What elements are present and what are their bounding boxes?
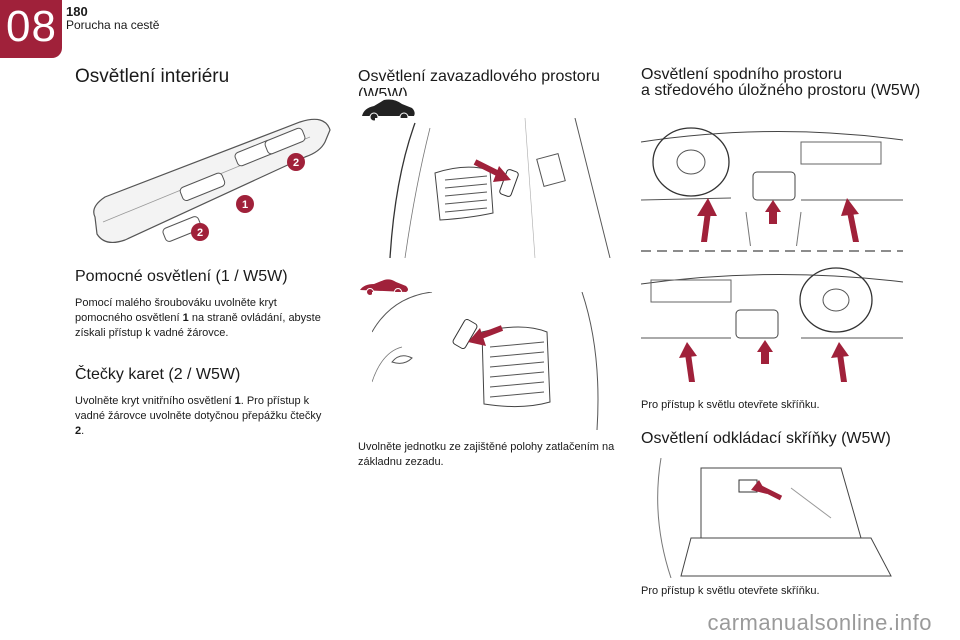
watermark: carmanualsonline.info <box>707 610 932 635</box>
chapter-number: 08 <box>6 2 57 51</box>
lower-storage-title-line2: a středového úložného prostoru (W5W) <box>641 82 921 99</box>
hatchback-car-icon <box>358 96 418 122</box>
boot-light-illustration <box>375 118 620 258</box>
auxiliary-light-title: Pomocné osvětlení (1 / W5W) <box>75 268 288 285</box>
convertible-boot-light-illustration <box>372 292 620 430</box>
svg-text:1: 1 <box>242 199 248 211</box>
interior-lighting-title: Osvětlení interiéru <box>75 66 230 87</box>
glovebox-illustration <box>641 458 903 578</box>
lower-storage-caption: Pro přístup k světlu otevřete skříňku. <box>641 399 820 411</box>
page-number: 180 <box>66 4 88 19</box>
svg-text:2: 2 <box>197 227 203 239</box>
reading-lights-text: Uvolněte kryt vnitřního osvětlení 1. Pro… <box>75 395 322 437</box>
reading-lights-title: Čtečky karet (2 / W5W) <box>75 366 241 383</box>
callout-2-icon: 2 <box>287 153 305 171</box>
boot-light-caption: Uvolněte jednotku ze zajištěné polohy za… <box>358 441 615 468</box>
svg-text:2: 2 <box>293 157 299 169</box>
auxiliary-light-text: Pomocí malého šroubováku uvolněte kryt p… <box>75 297 321 339</box>
callout-2-icon: 2 <box>191 223 209 241</box>
section-name: Porucha na cestě <box>66 18 160 32</box>
dashboard-lhd-illustration <box>641 112 903 250</box>
glovebox-caption: Pro přístup k světlu otevřete skříňku. <box>641 585 820 597</box>
glovebox-lighting-title: Osvětlení odkládací skříňky (W5W) <box>641 430 891 447</box>
divider-dashed-line <box>641 246 903 256</box>
callout-1-icon: 1 <box>236 195 254 213</box>
ceiling-light-illustration: 1 2 2 <box>85 112 335 252</box>
lower-storage-title-line1: Osvětlení spodního prostoru <box>641 66 843 83</box>
dashboard-rhd-illustration <box>641 258 903 388</box>
chapter-tab: 08 <box>0 0 62 58</box>
